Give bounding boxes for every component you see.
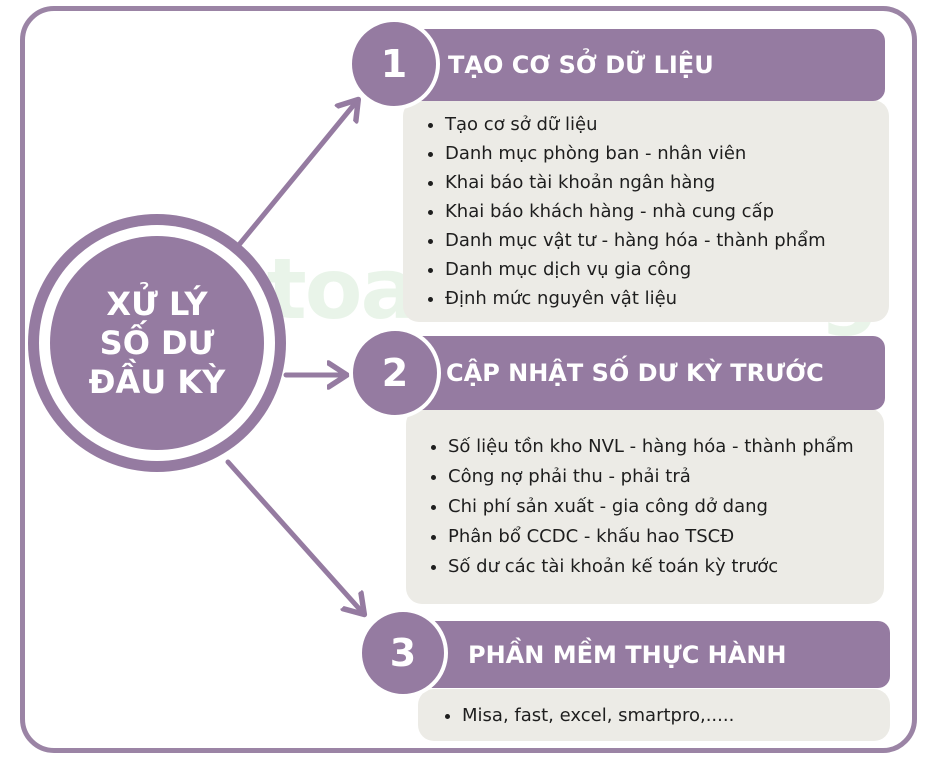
list-item: Danh mục dịch vụ gia công <box>445 255 889 284</box>
section-1-title: TẠO CƠ SỞ DỮ LIỆU <box>448 51 714 79</box>
section-2-content: Số liệu tồn kho NVL - hàng hóa - thành p… <box>406 408 884 604</box>
section-1-content: Tạo cơ sở dữ liệu Danh mục phòng ban - n… <box>403 100 889 322</box>
list-item: Số liệu tồn kho NVL - hàng hóa - thành p… <box>448 432 884 462</box>
section-1-number: 1 <box>380 42 408 86</box>
section-3-title: PHẦN MỀM THỰC HÀNH <box>468 640 787 669</box>
list-item: Định mức nguyên vật liệu <box>445 284 889 313</box>
section-2-title: CẬP NHẬT SỐ DƯ KỲ TRƯỚC <box>446 359 824 387</box>
center-node: XỬ LÝ SỐ DƯ ĐẦU KỲ <box>50 236 264 450</box>
section-1-number-badge: 1 <box>348 18 440 110</box>
section-2-header: CẬP NHẬT SỐ DƯ KỲ TRƯỚC <box>402 336 885 410</box>
section-1-list: Tạo cơ sở dữ liệu Danh mục phòng ban - n… <box>403 110 889 313</box>
list-item: Danh mục vật tư - hàng hóa - thành phẩm <box>445 226 889 255</box>
section-3-number: 3 <box>389 631 417 675</box>
list-item: Số dư các tài khoản kế toán kỳ trước <box>448 552 884 582</box>
list-item: Misa, fast, excel, smartpro,..... <box>462 701 890 730</box>
section-1-header: TẠO CƠ SỞ DỮ LIỆU <box>404 29 885 101</box>
list-item: Khai báo tài khoản ngân hàng <box>445 168 889 197</box>
list-item: Danh mục phòng ban - nhân viên <box>445 139 889 168</box>
arrow-to-section-3 <box>225 459 363 613</box>
section-3-number-badge: 3 <box>358 608 448 698</box>
section-3-content: Misa, fast, excel, smartpro,..... <box>418 689 890 741</box>
list-item: Chi phí sản xuất - gia công dở dang <box>448 492 884 522</box>
section-2-list: Số liệu tồn kho NVL - hàng hóa - thành p… <box>406 432 884 582</box>
arrow-to-section-1 <box>235 101 357 249</box>
section-3-list: Misa, fast, excel, smartpro,..... <box>418 701 890 730</box>
section-2-number: 2 <box>381 351 409 395</box>
list-item: Phân bổ CCDC - khấu hao TSCĐ <box>448 522 884 552</box>
list-item: Tạo cơ sở dữ liệu <box>445 110 889 139</box>
list-item: Công nợ phải thu - phải trả <box>448 462 884 492</box>
section-2-number-badge: 2 <box>349 327 441 419</box>
section-3-header: PHẦN MỀM THỰC HÀNH <box>412 621 890 688</box>
list-item: Khai báo khách hàng - nhà cung cấp <box>445 197 889 226</box>
center-title: XỬ LÝ SỐ DƯ ĐẦU KỲ <box>88 284 226 401</box>
